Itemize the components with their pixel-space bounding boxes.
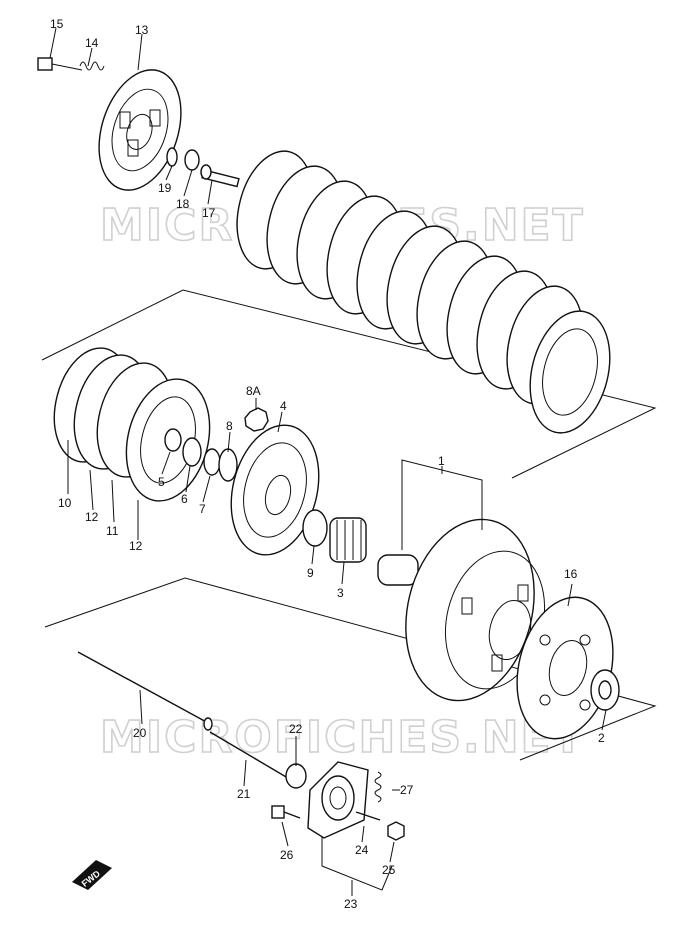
- label-25: 25: [382, 863, 396, 877]
- bolt-and-spring: [37, 57, 105, 71]
- nut-25: [387, 821, 405, 841]
- oil-seal-22: [285, 763, 307, 789]
- label-14: 14: [85, 36, 99, 50]
- pushrod-17: [200, 164, 240, 188]
- label-5: 5: [158, 475, 165, 489]
- clutch-plate-stack-upper: [236, 150, 611, 434]
- spring-washer-8: [218, 448, 238, 482]
- label-27: 27: [400, 783, 414, 797]
- fwd-arrow: FWD: [72, 860, 112, 890]
- label-10: 10: [58, 496, 72, 510]
- label-19: 19: [158, 181, 172, 195]
- clutch-sleeve-hub-4: [230, 424, 320, 556]
- thrust-washer-9: [302, 509, 328, 547]
- pressure-plate: [98, 69, 182, 191]
- push-rod-21: [209, 731, 299, 785]
- label-9: 9: [307, 566, 314, 580]
- label-13: 13: [135, 23, 149, 37]
- label-18: 18: [176, 197, 190, 211]
- clutch-plate-stack-left: [53, 347, 211, 502]
- gear-plate-16: [516, 596, 614, 740]
- label-4: 4: [280, 399, 287, 413]
- label-20: 20: [133, 726, 147, 740]
- clutch-release-assembly-23: [307, 761, 369, 839]
- label-1: 1: [438, 454, 445, 468]
- leader-lines: [49, 27, 607, 896]
- screw-24: [355, 811, 381, 821]
- label-22: 22: [289, 722, 303, 736]
- label-8: 8: [226, 419, 233, 433]
- label-17: 17: [202, 206, 216, 220]
- label-12a: 12: [85, 510, 99, 524]
- label-21: 21: [237, 787, 251, 801]
- label-26: 26: [280, 848, 294, 862]
- label-6: 6: [181, 492, 188, 506]
- washer-7: [203, 448, 221, 476]
- spacer-sleeve: [377, 554, 419, 586]
- callout-labels: 15 14 13 19 18 17 8A 4 8 10 12 11 12 5 6…: [50, 17, 605, 911]
- upper-plane-outline: [41, 289, 657, 479]
- label-15: 15: [50, 17, 64, 31]
- label-16: 16: [564, 567, 578, 581]
- watermark-bottom: MICROFICHES.NET: [100, 712, 585, 763]
- nut-5: [164, 428, 182, 452]
- washer-6: [182, 437, 202, 467]
- label-3: 3: [337, 586, 344, 600]
- washer-19: [166, 147, 178, 167]
- nut-18: [184, 149, 200, 171]
- spring-27: [374, 771, 382, 803]
- label-12b: 12: [129, 539, 143, 553]
- push-rod-20: [77, 651, 213, 731]
- label-11: 11: [106, 524, 119, 538]
- needle-bearing-3: [329, 517, 367, 563]
- bolt-26: [271, 805, 301, 819]
- label-8A: 8A: [246, 384, 261, 398]
- label-23: 23: [344, 897, 358, 911]
- label-7: 7: [199, 502, 206, 516]
- lock-washer-8A: [244, 407, 269, 432]
- label-24: 24: [355, 843, 369, 857]
- label-2: 2: [598, 731, 605, 745]
